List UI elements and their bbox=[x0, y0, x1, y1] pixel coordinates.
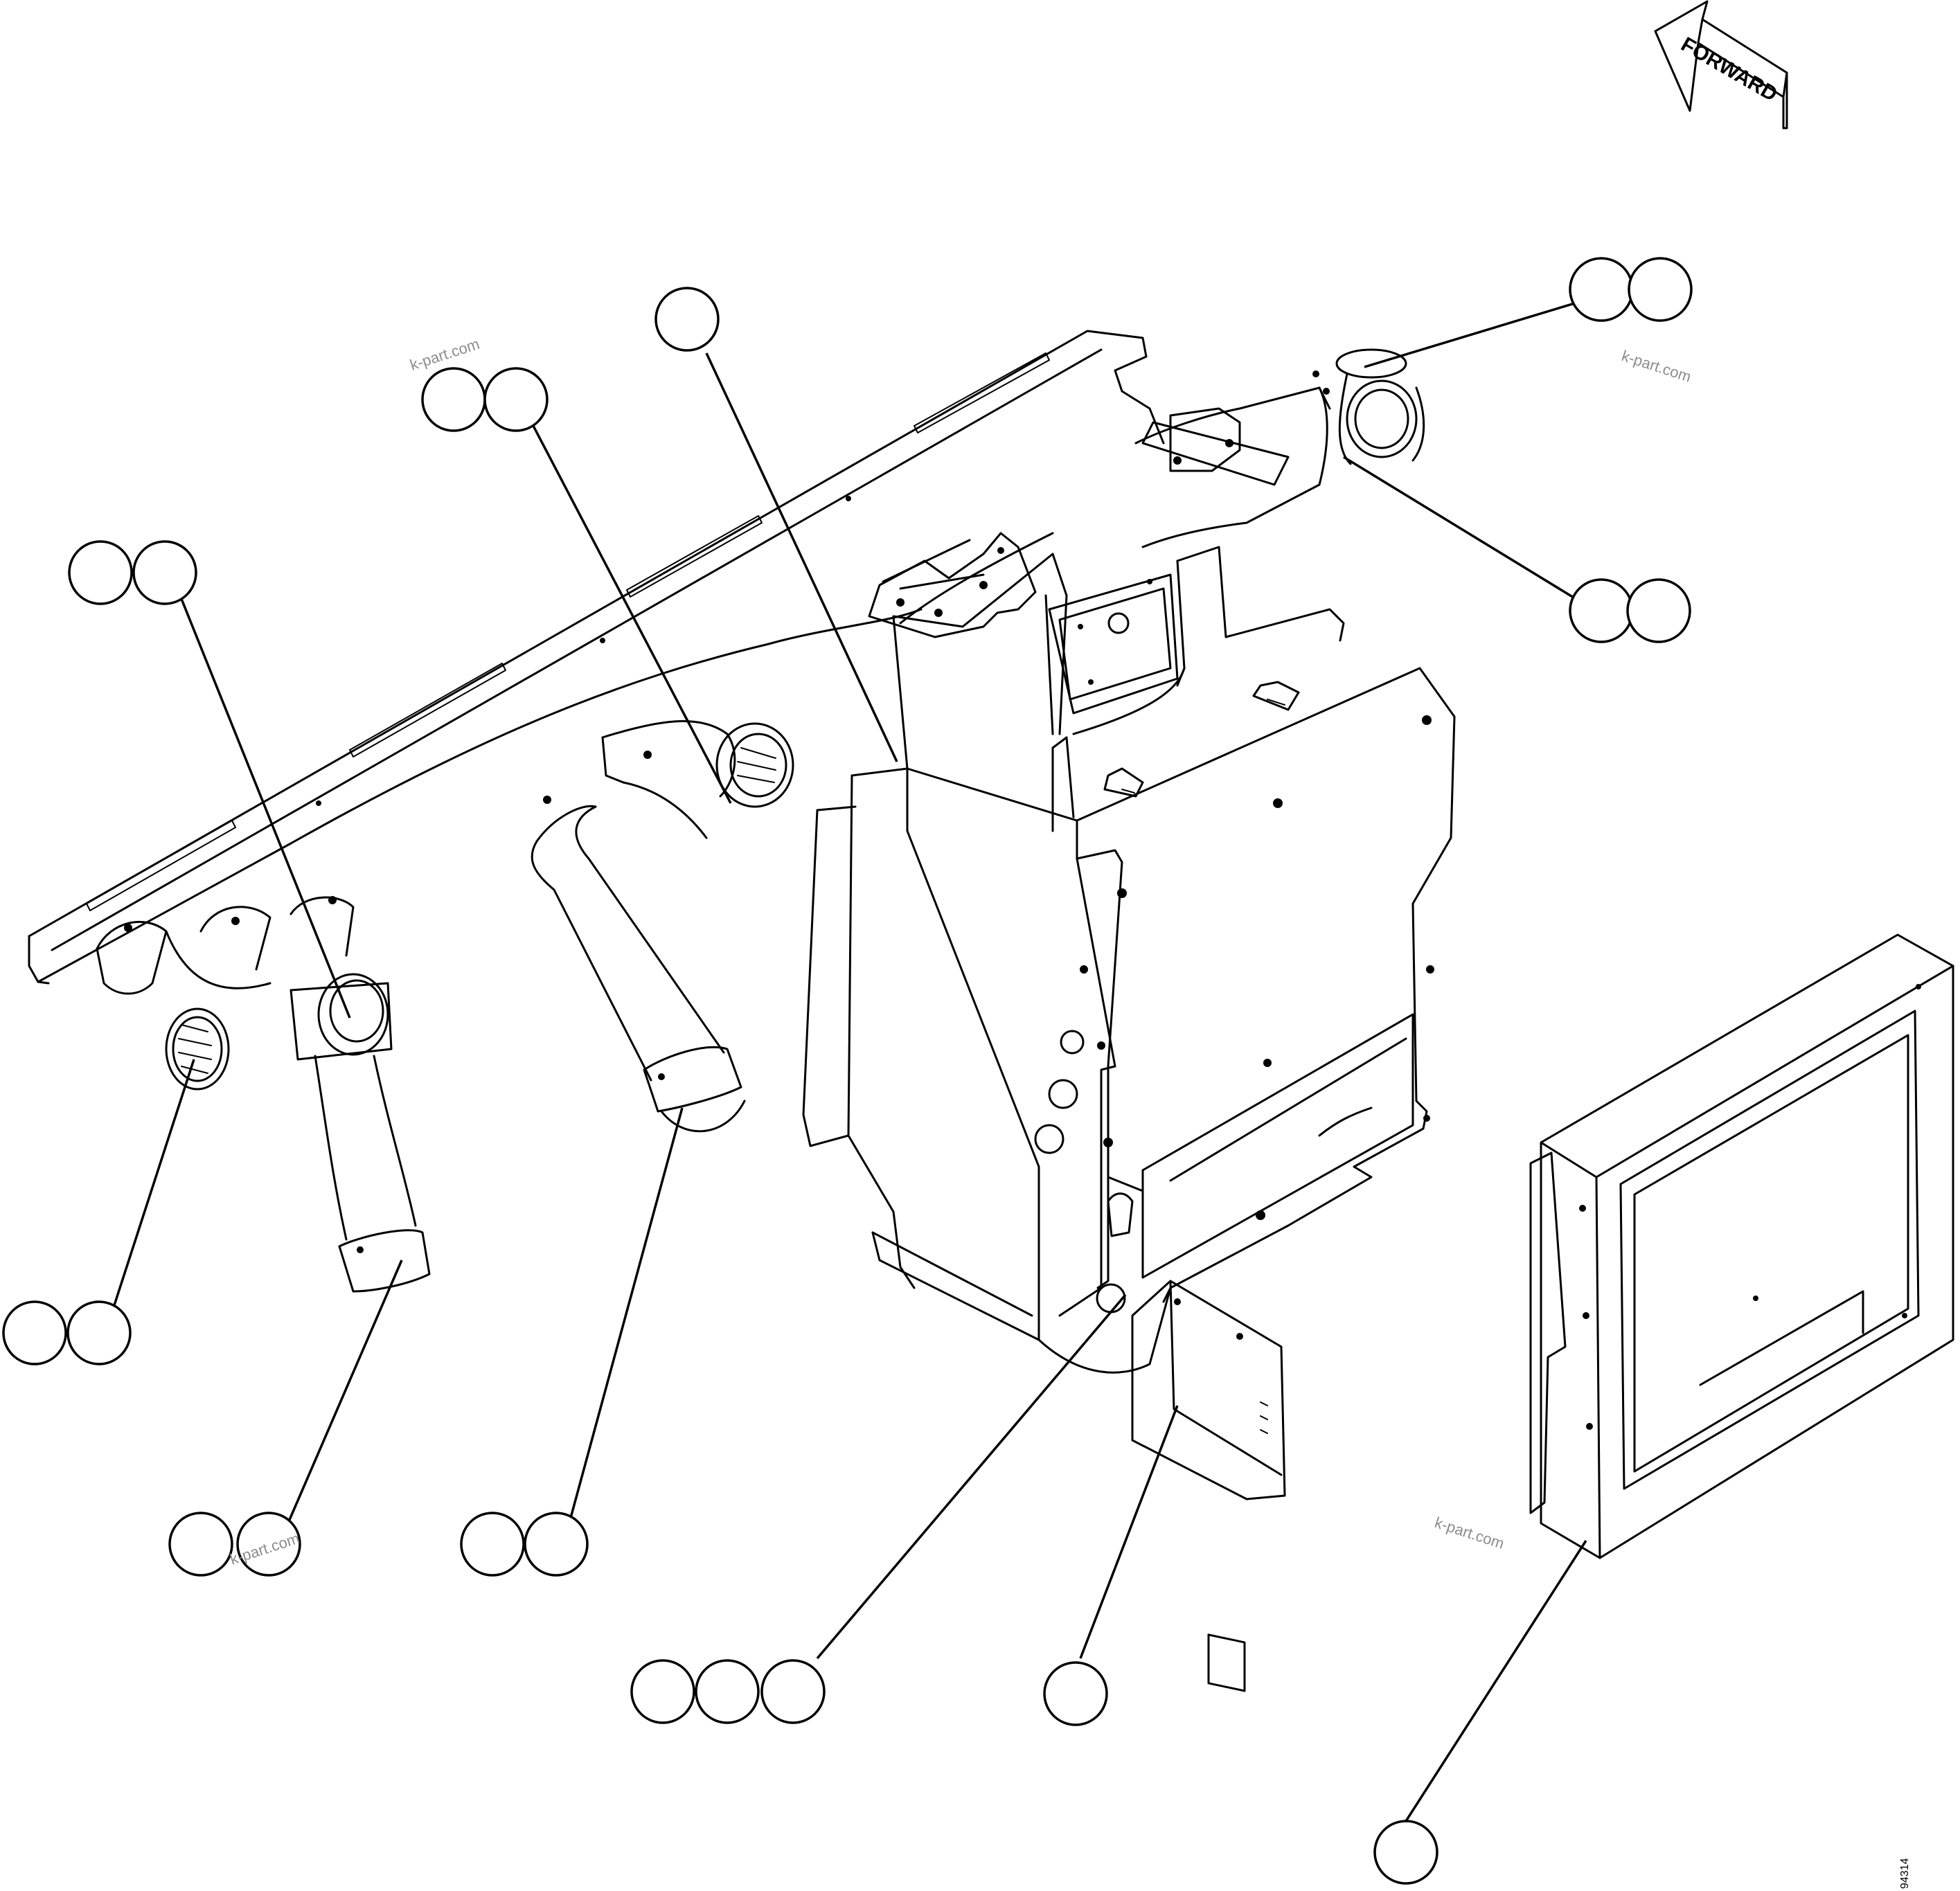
left-outlet-cluster bbox=[96, 896, 431, 1293]
right-air-outlet bbox=[1134, 348, 1425, 548]
figure-number: 94314 bbox=[1899, 1858, 1911, 1889]
watermark-text: k-part.com bbox=[408, 335, 482, 374]
callout-right-outlet-lower bbox=[1569, 578, 1691, 643]
callout-top-center bbox=[654, 287, 720, 352]
callout-control-module bbox=[1043, 1661, 1108, 1726]
center-flex-hose bbox=[531, 796, 746, 1133]
damper-actuator bbox=[868, 532, 1037, 638]
callout-center-hose bbox=[460, 1512, 589, 1577]
center-vent-outlet bbox=[601, 720, 794, 839]
leader-lines bbox=[113, 296, 1594, 1822]
callout-filter-frame bbox=[1373, 1820, 1438, 1885]
callout-duct-outlet-upper bbox=[421, 367, 549, 432]
control-module bbox=[1131, 1280, 1286, 1692]
forward-arrow-icon: FORWARD bbox=[1654, 0, 1788, 129]
callout-blower-connector bbox=[630, 1659, 826, 1724]
callout-left-outlet bbox=[68, 540, 197, 605]
callout-left-vent bbox=[2, 1300, 132, 1365]
filter-frame bbox=[1529, 933, 1954, 1559]
callout-right-outlet-upper bbox=[1569, 257, 1693, 322]
overhead-air-duct bbox=[28, 330, 1165, 985]
blower-housing bbox=[802, 546, 1456, 1374]
callout-lower-hose-clamp bbox=[168, 1512, 301, 1577]
watermark-text: k-part.com bbox=[1619, 347, 1693, 386]
watermark-text: k-part.com bbox=[1432, 1514, 1506, 1552]
